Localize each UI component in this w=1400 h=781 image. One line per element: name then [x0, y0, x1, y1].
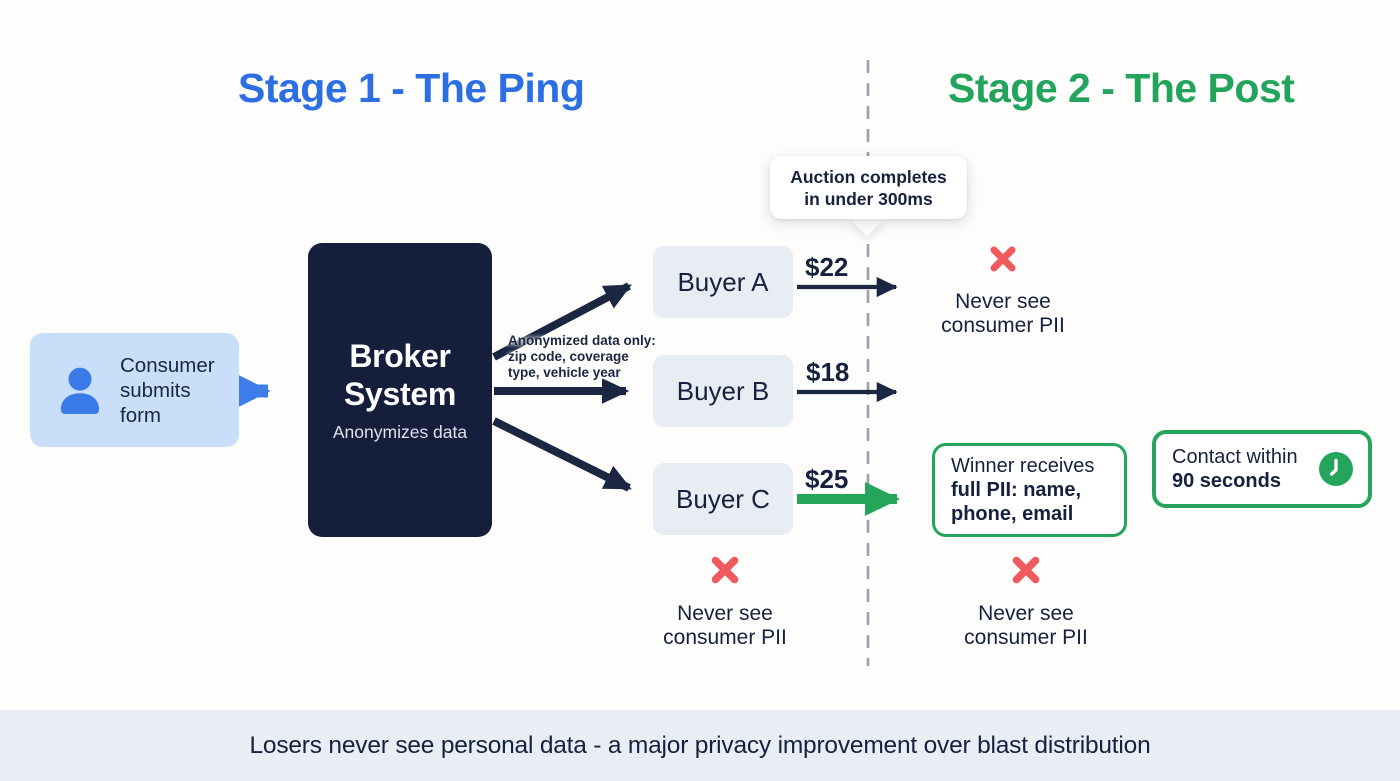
broker-to-buyer-a-arrow [492, 282, 632, 361]
buyer-c-label: Buyer C [676, 483, 770, 514]
winner-line1: Winner receives [951, 455, 1095, 477]
buyer-c-bid: $25 [805, 464, 849, 494]
stage1-title: Stage 1 - The Ping [238, 65, 585, 111]
stage2-title: Stage 2 - The Post [948, 65, 1295, 111]
buyer-b-bid: $18 [806, 357, 850, 387]
broker-subtitle: Anonymizes data [332, 422, 468, 442]
never-see-pii-buyer-a: Never see consumer PII [913, 243, 1093, 338]
anonymized-data-note: Anonymized data only: zip code, coverage… [508, 333, 678, 381]
consumer-label: Consumer submits form [120, 353, 215, 427]
never-see-line1: Never see [955, 290, 1051, 313]
buyer-a-box: Buyer A [653, 246, 793, 318]
winner-receives-pii-box: Winner receives full PII: name, phone, e… [932, 443, 1127, 537]
never-see-line1: Never see [978, 602, 1074, 625]
never-see-line2: consumer PII [941, 314, 1065, 337]
buyer-b-box: Buyer B [653, 355, 793, 427]
tooltip-line1: Auction completes [790, 166, 947, 187]
winner-line3: phone, email [951, 503, 1074, 525]
red-x-icon [1009, 553, 1043, 593]
contact-line1: Contact within [1172, 446, 1298, 468]
never-see-line2: consumer PII [964, 626, 1088, 649]
anon-note-line2: zip code, coverage [508, 349, 629, 364]
person-icon [54, 364, 106, 416]
contact-within-box: Contact within 90 seconds [1152, 430, 1372, 508]
never-see-line2: consumer PII [663, 626, 787, 649]
buyer-a-label: Buyer A [677, 266, 769, 297]
anon-note-line1: Anonymized data only: [508, 333, 656, 348]
buyer-c-box: Buyer C [653, 463, 793, 535]
anon-note-line3: type, vehicle year [508, 365, 621, 380]
red-x-icon [987, 243, 1019, 281]
buyer-b-label: Buyer B [676, 375, 770, 406]
clock-icon [1318, 451, 1354, 487]
red-x-icon [708, 553, 742, 593]
buyer-a-bid: $22 [805, 252, 849, 282]
winner-line2: full PII: name, [951, 479, 1082, 501]
bottom-banner: Losers never see personal data - a major… [0, 710, 1400, 781]
consumer-submits-form-box: Consumer submits form [30, 333, 239, 447]
broker-title-line2: System [343, 376, 457, 412]
broker-title-line1: Broker [349, 338, 451, 374]
never-see-pii-buyer-c: Never see consumer PII [635, 553, 815, 650]
auction-tooltip: Auction completes in under 300ms [770, 156, 967, 219]
broker-system-box: Broker System Anonymizes data [308, 243, 492, 537]
contact-line2: 90 seconds [1172, 470, 1281, 492]
broker-to-buyer-c-arrow [492, 417, 632, 492]
never-see-pii-losers-post: Never see consumer PII [936, 553, 1116, 650]
banner-text: Losers never see personal data - a major… [249, 731, 1151, 759]
never-see-line1: Never see [677, 602, 773, 625]
tooltip-line2: in under 300ms [804, 188, 933, 209]
